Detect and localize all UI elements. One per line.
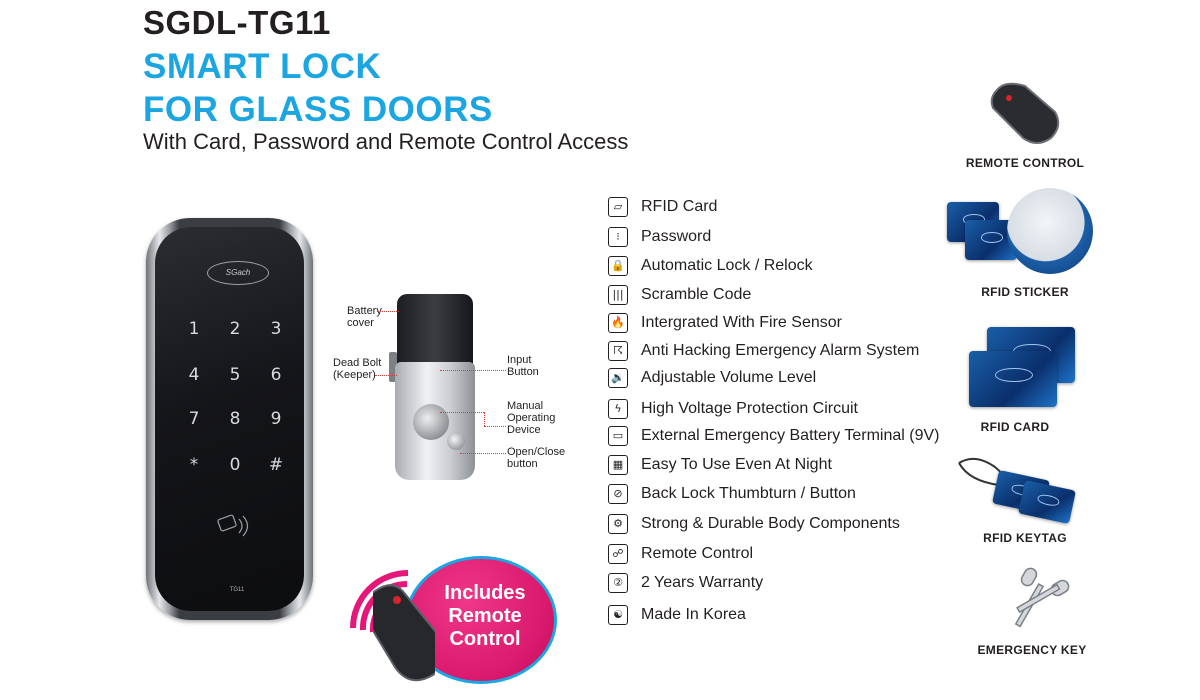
keypad-key: 3 [270, 319, 282, 339]
keypad-face: SGach 1 2 3 4 5 6 7 8 9 * 0 # TG11 [155, 227, 304, 611]
feature-label: External Emergency Battery Terminal (9V) [641, 427, 940, 444]
feature-label: RFID Card [641, 198, 718, 215]
product-title-line1: SMART LOCK [143, 47, 382, 86]
auto-lock-icon: 🔒 [608, 256, 628, 276]
keypad-key: 6 [270, 365, 282, 385]
leader-line [440, 412, 484, 413]
keypad-key: 7 [188, 409, 200, 429]
battery-cover [397, 294, 473, 372]
feature-label: Remote Control [641, 545, 754, 562]
product-subtitle: With Card, Password and Remote Control A… [143, 129, 629, 154]
label-open-close: Open/Close button [507, 446, 566, 470]
feature-label: 2 Years Warranty [641, 574, 764, 591]
leader-line [440, 370, 506, 371]
rfid-card [969, 351, 1057, 407]
keypad-key: # [268, 455, 284, 475]
accessory-card-label: RFID CARD [980, 420, 1050, 434]
label-input-button: Input Button [507, 354, 539, 378]
feature-label: Strong & Durable Body Components [641, 515, 900, 532]
durable-gear-icon: ⚙ [608, 514, 628, 534]
accessory-sticker-label: RFID STICKER [981, 285, 1069, 299]
feature-label: Adjustable Volume Level [641, 369, 817, 386]
high-voltage-icon: ϟ [608, 399, 628, 419]
badge-line3: Control [449, 628, 521, 650]
leader-line [460, 453, 506, 454]
volume-icon: 🔉 [608, 368, 628, 388]
brand-logo: SGach [207, 261, 269, 285]
accessory-remote-label: REMOTE CONTROL [965, 156, 1085, 170]
warranty-icon: ② [608, 573, 628, 593]
product-model: SGDL-TG11 [143, 4, 331, 41]
leader-line [484, 412, 485, 426]
feature-label: Easy To Use Even At Night [641, 456, 832, 473]
keypad-key: 4 [188, 365, 200, 385]
badge-text: Includes Remote Control [418, 582, 552, 651]
leader-line [377, 311, 399, 312]
keypad-key: 1 [188, 319, 200, 339]
label-manual-device: Manual Operating Device [507, 400, 556, 436]
battery-terminal-icon: ▭ [608, 426, 628, 446]
leader-line [375, 375, 397, 376]
fire-sensor-icon: 🔥 [608, 313, 628, 333]
remote-control-image [990, 82, 1060, 144]
badge-line1: Includes [444, 582, 526, 604]
alarm-icon: ☈ [608, 341, 628, 361]
open-close-button [447, 432, 465, 450]
keeper-image [389, 292, 475, 482]
feature-label: Scramble Code [641, 286, 752, 303]
accessory-keytag-label: RFID KEYTAG [983, 531, 1067, 545]
rfid-sticker-image [945, 188, 1095, 278]
device-model-label: TG11 [229, 587, 245, 593]
scramble-code-icon: ||| [608, 285, 628, 305]
dead-bolt [389, 352, 397, 382]
feature-label: Password [641, 228, 712, 245]
card-reader-icon [217, 514, 249, 537]
remote-control-icon: ☍ [608, 544, 628, 564]
leader-line [484, 426, 506, 427]
rfid-card-image [965, 325, 1080, 413]
thumbturn-icon: ⊘ [608, 484, 628, 504]
product-title-line2: FOR GLASS DOORS [143, 90, 493, 129]
keypad-key: 8 [229, 409, 241, 429]
remote-fob-image [373, 584, 435, 682]
accessory-key-label: EMERGENCY KEY [977, 643, 1087, 657]
sticker-closeup [1007, 188, 1093, 274]
feature-label: Intergrated With Fire Sensor [641, 314, 842, 331]
keypad-lock-image: SGach 1 2 3 4 5 6 7 8 9 * 0 # TG11 [146, 218, 313, 620]
label-dead-bolt: Dead Bolt (Keeper) [333, 357, 382, 381]
feature-label: Automatic Lock / Relock [641, 257, 813, 274]
night-keypad-icon: ▦ [608, 455, 628, 475]
feature-label: Made In Korea [641, 606, 746, 623]
keypad-key: 9 [270, 409, 282, 429]
rfid-keytag-image [955, 455, 1080, 525]
feature-label: Anti Hacking Emergency Alarm System [641, 342, 920, 359]
korea-flag-icon: ☯ [608, 605, 628, 625]
manual-operating-knob [413, 404, 449, 440]
keypad-key: * [189, 455, 199, 475]
feature-label: Back Lock Thumbturn / Button [641, 485, 856, 502]
keypad-key: 2 [229, 319, 241, 339]
keypad-key: 5 [229, 365, 241, 385]
keytag [1018, 479, 1076, 525]
password-icon: ⁝ [608, 227, 628, 247]
feature-label: High Voltage Protection Circuit [641, 400, 858, 417]
keypad-key: 0 [229, 455, 241, 475]
rfid-card-icon: ▱ [608, 197, 628, 217]
emergency-key-image [1014, 567, 1070, 628]
label-battery-cover: Battery cover [347, 305, 382, 329]
badge-line2: Remote [448, 605, 522, 627]
